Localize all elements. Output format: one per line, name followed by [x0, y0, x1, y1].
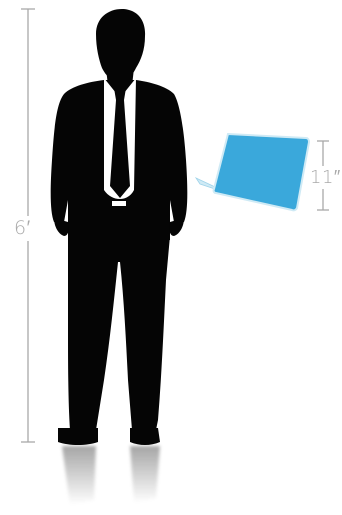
laptop-icon [196, 134, 309, 210]
screen-size-label: 11″ [308, 166, 342, 189]
person-silhouette [51, 9, 188, 445]
floor-reflection [62, 446, 160, 505]
laptop-screen [214, 134, 309, 210]
height-label: 6′ [14, 216, 31, 241]
shirt-and-tie [104, 78, 136, 206]
belt-buckle [112, 201, 126, 206]
